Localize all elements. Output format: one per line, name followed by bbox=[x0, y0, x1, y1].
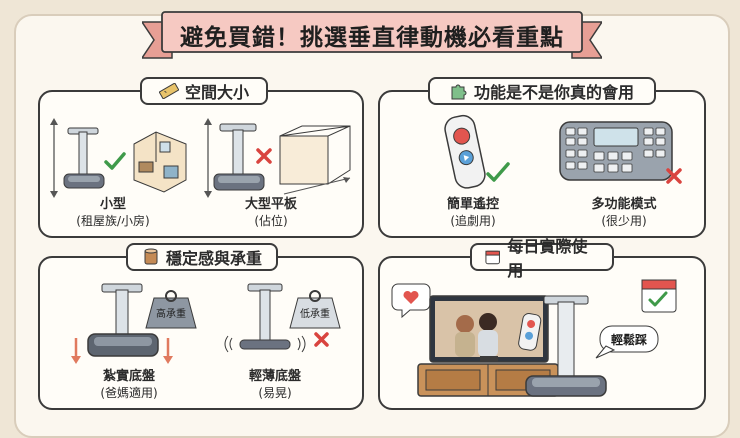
panel-function: 功能是不是你真的會用 簡單遙控 (追劇用) bbox=[378, 77, 706, 238]
panel-stability-heading: 穩定感與承重 bbox=[165, 249, 262, 268]
calendar-icon bbox=[485, 250, 500, 265]
high-weight-tag: 高承重 bbox=[156, 307, 186, 320]
simple-remote-label: 簡單遙控 (追劇用) bbox=[428, 196, 518, 230]
panel-space: 空間大小 小型 (租屋族/小房) bbox=[38, 77, 364, 238]
thin-base-scene: 低承重 bbox=[224, 283, 341, 353]
thin-label-text: 輕薄底盤 bbox=[248, 369, 301, 384]
low-weight-tag: 低承重 bbox=[300, 307, 330, 320]
large-machine-label: 大型平板 (佔位) bbox=[226, 196, 316, 230]
title-ribbon bbox=[142, 11, 602, 59]
panel-space-title: 空間大小 bbox=[140, 77, 268, 105]
multi-label-text: 多功能模式 bbox=[591, 197, 657, 212]
panel-stability: 穩定感與承重 高承重 紮實底盤 (爸媽適用) 低承 bbox=[38, 243, 364, 410]
ruler-icon bbox=[158, 83, 179, 99]
log-icon bbox=[144, 248, 158, 265]
simple-label-text: 簡單遙控 bbox=[446, 197, 499, 212]
multi-function-label: 多功能模式 (很少用) bbox=[574, 196, 674, 230]
panel-daily: 每日實際使用 bbox=[378, 237, 706, 410]
panel-daily-heading: 每日實際使用 bbox=[507, 237, 588, 280]
simple-sub-text: (追劇用) bbox=[450, 214, 496, 228]
page-title: 避免買錯！挑選垂直律動機必看重點 bbox=[180, 25, 564, 51]
small-machine-scene bbox=[50, 118, 187, 198]
solid-sub-text: (爸媽適用) bbox=[100, 386, 158, 400]
panel-stability-title: 穩定感與承重 bbox=[126, 243, 278, 271]
large-sub-text: (佔位) bbox=[254, 214, 288, 228]
panel-function-heading: 功能是不是你真的會用 bbox=[473, 83, 634, 102]
large-label-text: 大型平板 bbox=[244, 197, 297, 212]
simple-remote-scene bbox=[444, 114, 510, 189]
solid-base-label: 紮實底盤 (爸媽適用) bbox=[84, 368, 174, 402]
infographic-page: 避免買錯！挑選垂直律動機必看重點 空間大小 小型 (租屋族/小房) bbox=[14, 11, 730, 438]
multi-sub-text: (很少用) bbox=[601, 214, 647, 228]
thin-sub-text: (易晃) bbox=[258, 386, 292, 400]
solid-label-text: 紮實底盤 bbox=[102, 369, 155, 384]
small-sub-text: (租屋族/小房) bbox=[76, 214, 150, 228]
multi-function-panel-scene bbox=[559, 121, 682, 184]
small-label-text: 小型 bbox=[99, 197, 126, 212]
solid-base-scene: 高承重 bbox=[71, 283, 197, 364]
thin-base-label: 輕薄底盤 (易晃) bbox=[230, 368, 320, 402]
living-room-scene: 輕鬆踩 bbox=[391, 279, 677, 397]
panel-function-title: 功能是不是你真的會用 bbox=[428, 77, 656, 105]
puzzle-icon bbox=[451, 84, 467, 100]
panel-daily-title: 每日實際使用 bbox=[470, 237, 614, 280]
speech-bubble-text: 輕鬆踩 bbox=[611, 332, 647, 347]
large-machine-scene bbox=[204, 118, 351, 198]
small-machine-label: 小型 (租屋族/小房) bbox=[68, 196, 158, 230]
panel-space-heading: 空間大小 bbox=[184, 83, 249, 102]
